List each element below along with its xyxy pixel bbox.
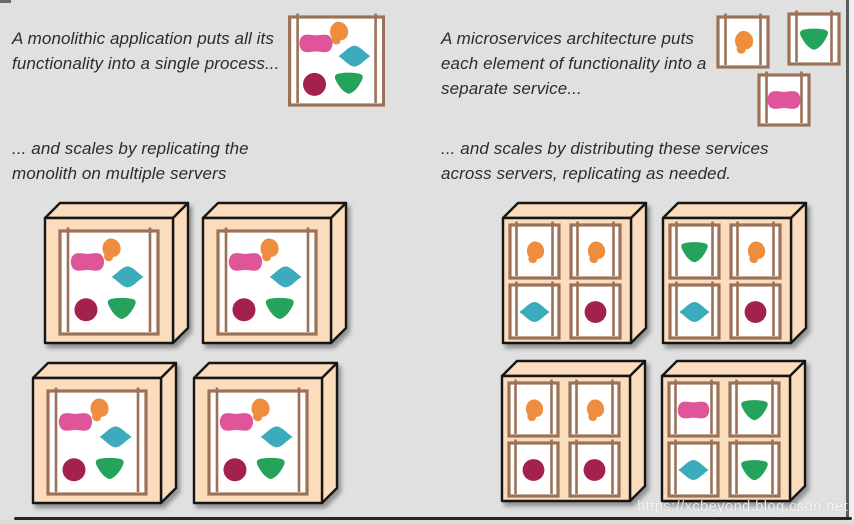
server-top-face — [661, 201, 808, 220]
window-edge-right-area — [849, 0, 854, 524]
pink-shape-icon — [70, 253, 105, 271]
microservice-server-2 — [661, 201, 809, 352]
pink-shape-icon — [58, 413, 93, 431]
window-edge-bottom-area — [0, 520, 854, 524]
server-3d-box — [31, 361, 178, 505]
microservice-server-3 — [500, 359, 648, 510]
maroon-shape-icon — [744, 301, 767, 323]
pink-shape-icon — [228, 253, 263, 271]
monolith-server-2 — [201, 201, 349, 352]
server-side-face — [788, 359, 807, 503]
monolith-server-4 — [192, 361, 340, 512]
service-box-svg — [716, 13, 770, 69]
microservice-server-4 — [660, 359, 808, 510]
server-side-face — [159, 361, 178, 505]
server-side-face — [329, 201, 348, 345]
service-frame — [207, 387, 309, 496]
service-box-svg — [787, 10, 841, 66]
server-top-face — [660, 359, 807, 378]
maroon-shape-icon — [303, 72, 327, 96]
monolith-server-3 — [31, 361, 179, 512]
service-frame — [569, 281, 622, 340]
service-frame — [667, 439, 720, 498]
server-top-face — [192, 361, 339, 380]
maroon-shape-icon — [522, 459, 545, 481]
service-frame — [507, 439, 560, 498]
window-border-right — [846, 0, 849, 520]
service-frame — [728, 379, 781, 438]
caption-monolith-scale: ... and scales by replicating the monoli… — [12, 139, 249, 183]
server-3d-box — [192, 361, 339, 505]
service-frame — [716, 13, 770, 69]
service-frame — [729, 281, 782, 340]
server-3d-box — [500, 359, 647, 503]
pink-shape-icon — [677, 401, 710, 419]
service-frame — [508, 281, 561, 340]
server-3d-box — [201, 201, 348, 345]
server-top-face — [43, 201, 190, 220]
server-3d-box — [501, 201, 648, 345]
server-top-face — [31, 361, 178, 380]
server-side-face — [171, 201, 190, 345]
service-frame — [508, 221, 561, 280]
service-frame — [667, 379, 720, 438]
server-3d-box — [661, 201, 808, 345]
monolith-app-box — [288, 13, 386, 112]
window-border-bottom — [14, 517, 852, 520]
service-frame — [568, 379, 621, 438]
service-frame — [216, 227, 318, 336]
service-frame — [288, 13, 386, 107]
server-side-face — [629, 201, 648, 345]
service-frame — [568, 439, 621, 498]
service-frame — [668, 221, 721, 280]
service-frame — [729, 221, 782, 280]
server-side-face — [789, 201, 808, 345]
server-top-face — [201, 201, 348, 220]
maroon-shape-icon — [74, 298, 98, 322]
server-side-face — [320, 361, 339, 505]
caption-monolith-intro: A monolithic application puts all its fu… — [12, 29, 280, 73]
server-3d-box — [660, 359, 807, 503]
service-box-svg — [757, 71, 811, 127]
service-frame — [46, 387, 148, 496]
service-frame — [757, 71, 811, 127]
service-frame — [668, 281, 721, 340]
server-top-face — [500, 359, 647, 378]
maroon-shape-icon — [583, 459, 606, 481]
monolith-server-1 — [43, 201, 191, 352]
maroon-shape-icon — [232, 298, 256, 322]
server-3d-box — [43, 201, 190, 345]
pink-shape-icon — [299, 34, 333, 53]
service-box-3 — [757, 71, 811, 132]
watermark-url: https://xcbeyond.blog.csdn.net — [637, 499, 848, 515]
service-frame — [507, 379, 560, 438]
service-frame — [728, 439, 781, 498]
service-frame — [569, 221, 622, 280]
server-top-face — [501, 201, 648, 220]
pink-shape-icon — [219, 413, 254, 431]
service-box-2 — [787, 10, 841, 71]
service-frame — [58, 227, 160, 336]
caption-microservices-intro: A microservices architecture puts each e… — [441, 29, 707, 98]
monolith-box-svg — [288, 13, 386, 107]
maroon-shape-icon — [223, 458, 247, 482]
server-side-face — [628, 359, 647, 503]
window-corner-mark — [0, 0, 11, 3]
caption-microservices-scale: ... and scales by distributing these ser… — [441, 139, 769, 183]
microservice-server-1 — [501, 201, 649, 352]
maroon-shape-icon — [584, 301, 607, 323]
maroon-shape-icon — [62, 458, 86, 482]
service-frame — [787, 10, 841, 66]
pink-shape-icon — [767, 91, 801, 109]
service-box-1 — [716, 13, 770, 74]
